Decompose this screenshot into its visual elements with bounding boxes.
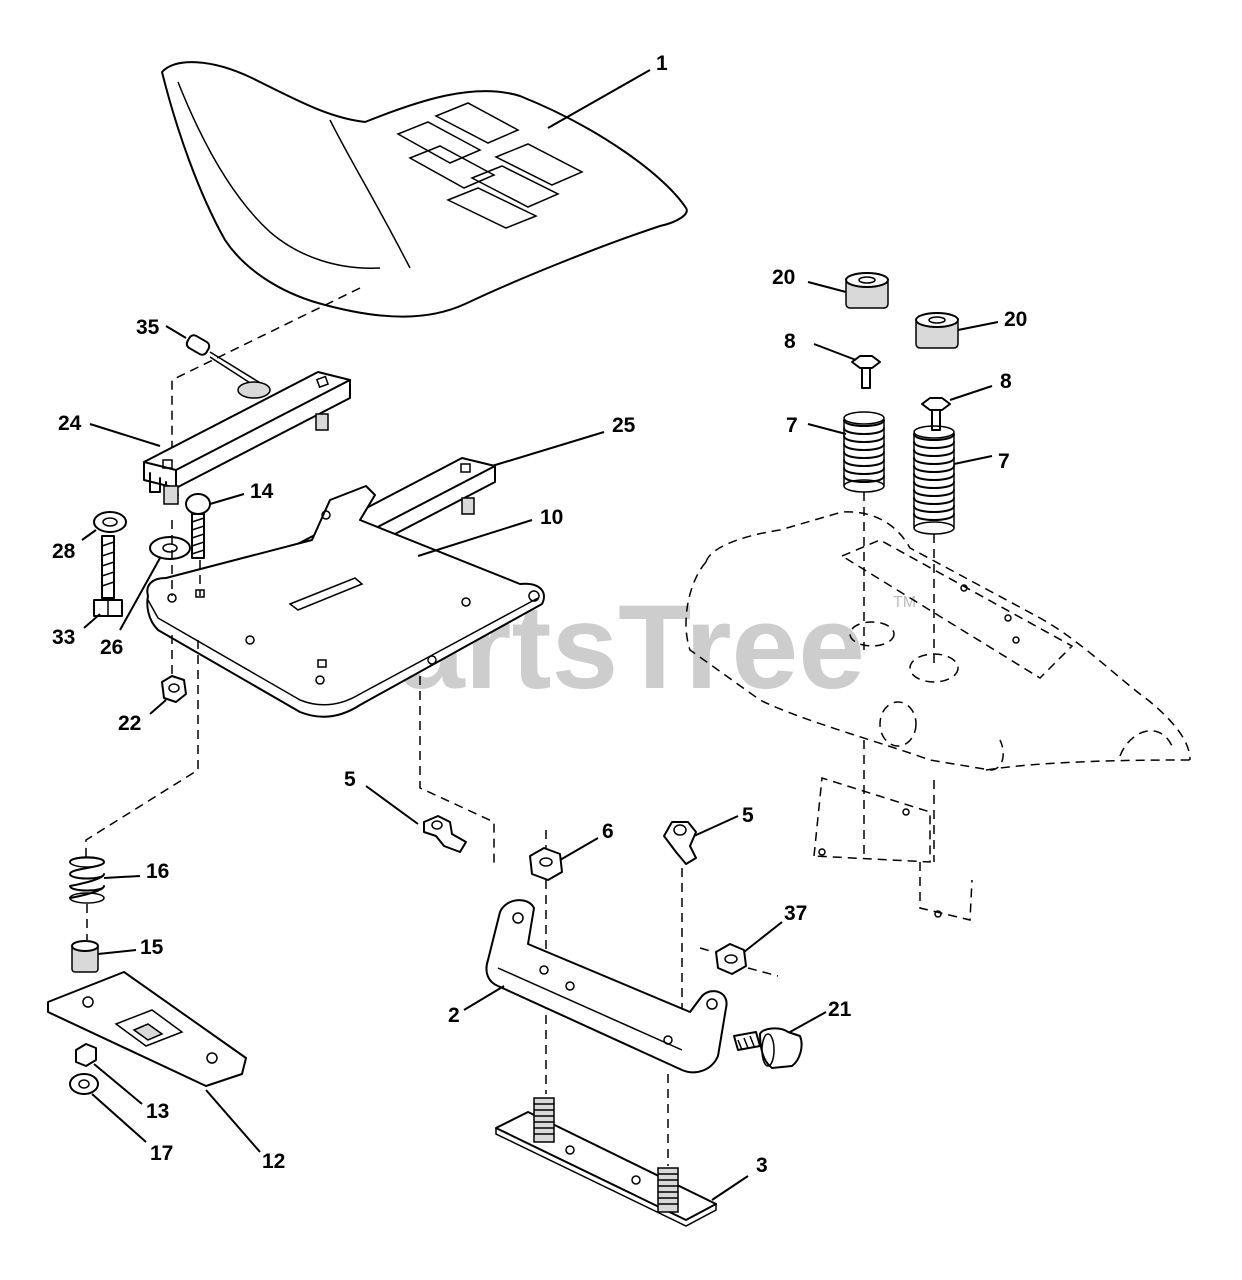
part-spacer-20-left[interactable]	[845, 272, 889, 309]
callout-16[interactable]: 16	[146, 860, 169, 883]
callout-7b[interactable]: 7	[998, 450, 1010, 473]
part-seat-plate[interactable]	[47, 971, 247, 1087]
callout-7a[interactable]: 7	[786, 414, 798, 437]
callout-22[interactable]: 22	[118, 712, 141, 735]
callout-10[interactable]: 10	[540, 506, 563, 529]
part-carriage-bolt[interactable]	[185, 493, 211, 559]
callout-17[interactable]: 17	[150, 1142, 173, 1165]
stud-right	[657, 1167, 679, 1213]
callout-33[interactable]: 33	[52, 626, 75, 649]
callout-21[interactable]: 21	[828, 998, 852, 1021]
part-washer-17[interactable]	[69, 1073, 99, 1095]
seat-pad-grid	[396, 102, 584, 229]
part-shoulder-bolt[interactable]	[733, 1027, 803, 1069]
part-spring-16[interactable]	[69, 856, 105, 904]
part-bolt-8-right[interactable]	[921, 397, 951, 431]
callout-15[interactable]: 15	[140, 936, 164, 959]
part-seat-rail-left[interactable]	[143, 371, 351, 505]
part-spacer-15[interactable]	[71, 940, 99, 973]
part-seat[interactable]	[161, 61, 688, 318]
part-spring-7-left[interactable]	[843, 411, 885, 493]
callout-20b[interactable]: 20	[1004, 308, 1027, 331]
part-nut-13[interactable]	[75, 1043, 97, 1067]
callout-24[interactable]: 24	[58, 412, 82, 435]
callout-35[interactable]: 35	[136, 316, 160, 339]
part-seat-pan[interactable]	[146, 485, 545, 718]
part-mounting-plate[interactable]	[495, 1097, 717, 1227]
part-hex-bolt[interactable]	[93, 535, 123, 617]
watermark-trademark: TM	[893, 594, 916, 611]
callout-6[interactable]: 6	[602, 820, 614, 843]
part-lock-nut-22[interactable]	[161, 675, 187, 703]
callout-12[interactable]: 12	[262, 1150, 285, 1173]
part-clip-left[interactable]	[423, 815, 467, 853]
part-flat-washer[interactable]	[149, 536, 191, 560]
callout-3[interactable]: 3	[756, 1154, 768, 1177]
callout-5a[interactable]: 5	[344, 768, 356, 791]
part-lock-washer[interactable]	[93, 511, 127, 533]
part-clip-right[interactable]	[663, 821, 697, 865]
callout-20a[interactable]: 20	[772, 266, 795, 289]
stud-left	[533, 1097, 555, 1143]
callout-2[interactable]: 2	[448, 1004, 460, 1027]
part-seat-bracket[interactable]	[485, 899, 728, 1074]
part-bolt-8-left[interactable]	[851, 355, 881, 389]
part-spacer-20-right[interactable]	[915, 312, 959, 349]
callout-13[interactable]: 13	[146, 1100, 169, 1123]
callout-5b[interactable]: 5	[742, 804, 754, 827]
callout-1[interactable]: 1	[656, 52, 668, 75]
callout-37[interactable]: 37	[784, 902, 807, 925]
part-spring-7-right[interactable]	[913, 425, 955, 535]
callout-28[interactable]: 28	[52, 540, 76, 563]
callout-25[interactable]: 25	[612, 414, 636, 437]
part-nut-37[interactable]	[715, 943, 747, 975]
callout-8a[interactable]: 8	[784, 330, 796, 353]
part-fender-outline	[685, 511, 1191, 921]
part-lock-nut-6[interactable]	[529, 847, 563, 881]
callout-26[interactable]: 26	[100, 636, 123, 659]
callout-14[interactable]: 14	[250, 480, 274, 503]
callout-8b[interactable]: 8	[1000, 370, 1012, 393]
